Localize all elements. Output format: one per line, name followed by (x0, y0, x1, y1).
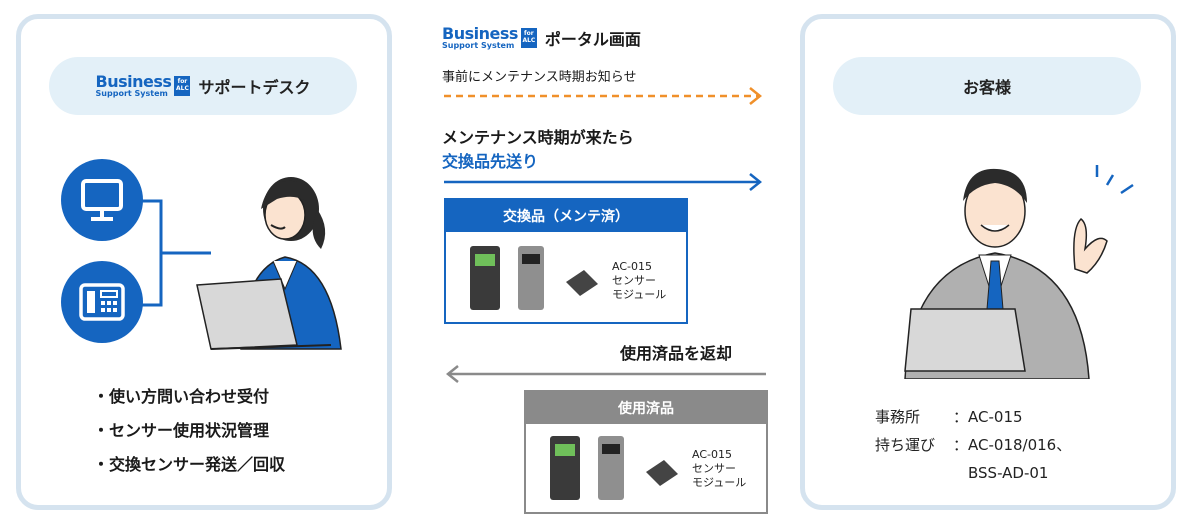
bullet-item: ・使い方問い合わせ受付 (93, 387, 270, 406)
support-desk-title: サポートデスク (198, 78, 311, 97)
device-illustration (550, 436, 678, 500)
connector-lines (141, 199, 211, 307)
customer-illustration (904, 165, 1134, 379)
info-row: 事務所：AC-015 (875, 408, 1023, 426)
customer-title: お客様 (962, 78, 1011, 97)
used-box-title: 使用済品 (526, 392, 766, 424)
send-text-line2: 交換品先送り (442, 152, 539, 171)
return-arrow (445, 365, 766, 383)
customer-info: 事務所：AC-015 持ち運び：AC-018/016、 BSS-AD-01 (875, 403, 1071, 487)
info-row: BSS-AD-01 (968, 464, 1049, 482)
bullet-item: ・センサー使用状況管理 (93, 421, 270, 440)
info-row: 持ち運び：AC-018/016、 (875, 436, 1072, 454)
notice-arrow (444, 87, 763, 105)
replacement-box-title: 交換品（メンテ済） (446, 200, 686, 232)
monitor-icon (61, 159, 143, 241)
operator-illustration (196, 177, 342, 350)
send-arrow (444, 173, 763, 191)
support-bullets: ・使い方問い合わせ受付 ・センサー使用状況管理 ・交換センサー発送／回収 (93, 383, 285, 485)
customer-panel: お客様 事務所：AC-015 持ち運び：AC-018/016、 BSS-AD-0… (800, 14, 1176, 510)
portal-title: ポータル画面 (544, 30, 641, 49)
customer-header: お客様 (833, 57, 1141, 115)
device-illustration (470, 246, 598, 310)
send-text-line1: メンテナンス時期が来たら (442, 128, 634, 147)
notice-text: 事前にメンテナンス時期お知らせ (442, 70, 637, 85)
bullet-item: ・交換センサー発送／回収 (93, 455, 286, 474)
phone-icon (61, 261, 143, 343)
return-text: 使用済品を返却 (620, 344, 733, 363)
